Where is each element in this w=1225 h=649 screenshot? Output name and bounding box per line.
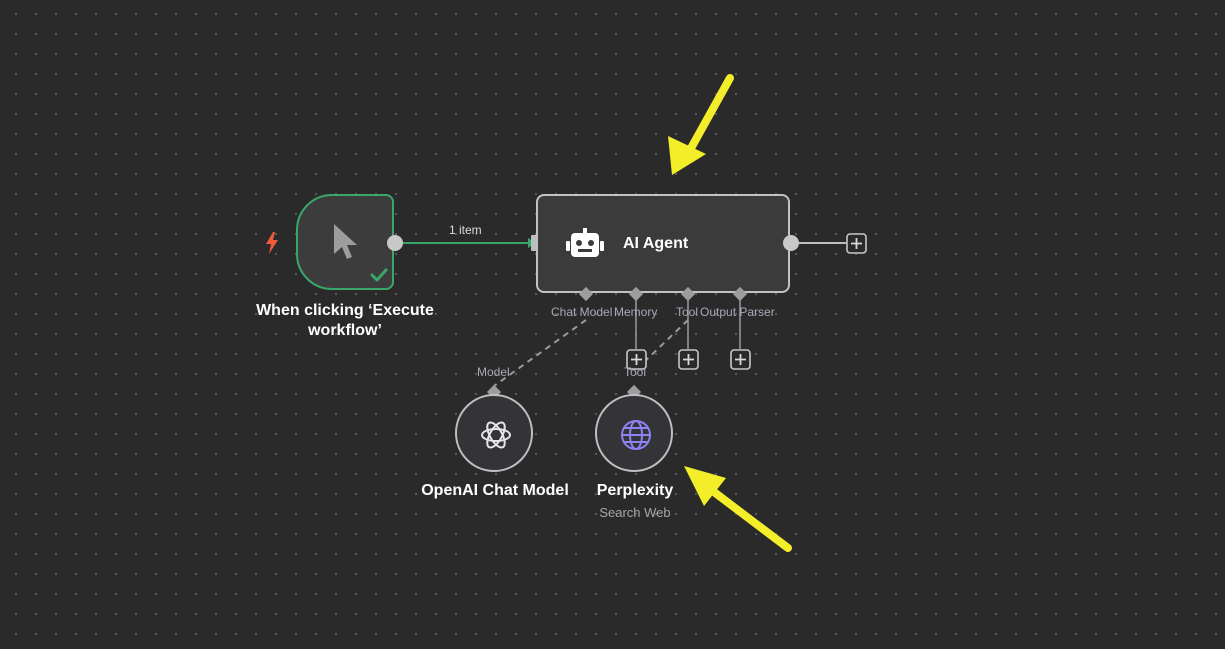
openai-logo-icon — [481, 421, 511, 449]
perplexity-node[interactable] — [595, 394, 673, 472]
openai-port-label: Model — [477, 365, 510, 379]
yellow-arrow-to-agent — [668, 74, 734, 175]
trigger-node-title: When clicking ‘Execute workflow’ — [240, 301, 450, 341]
pointer-cursor-icon — [334, 224, 357, 259]
perplexity-node-title: Perplexity — [596, 482, 674, 499]
lightning-bolt-icon — [266, 232, 278, 254]
add-node-button[interactable] — [846, 233, 867, 254]
agent-output-handle[interactable] — [783, 235, 799, 251]
tool-port-label: Tool — [676, 305, 699, 319]
agent-input-handle[interactable] — [531, 235, 540, 251]
chat-model-connection[interactable] — [493, 319, 587, 387]
add-memory-button[interactable] — [626, 349, 647, 370]
trigger-title-line2: workflow’ — [308, 322, 382, 339]
openai-node-title: OpenAI Chat Model — [421, 482, 569, 499]
globe-icon — [621, 420, 651, 450]
robot-icon — [566, 228, 604, 257]
ai-agent-title: AI Agent — [623, 235, 689, 252]
add-tool-button[interactable] — [678, 349, 699, 370]
tool-port[interactable] — [680, 286, 696, 302]
memory-port-label: Memory — [614, 305, 658, 319]
add-output-parser-button[interactable] — [730, 349, 751, 370]
memory-port[interactable] — [628, 286, 644, 302]
perplexity-port-label: Tool — [624, 365, 647, 379]
trigger-title-line1: When clicking ‘Execute — [256, 302, 434, 319]
openai-chat-model-node[interactable] — [455, 394, 533, 472]
ai-agent-node[interactable] — [536, 194, 790, 293]
connection-item-count: 1 item — [449, 223, 482, 237]
checkmark-icon — [370, 268, 388, 282]
yellow-arrow-to-perplexity — [684, 466, 792, 552]
output-parser-port-label: Output Parser — [700, 305, 775, 319]
trigger-output-handle[interactable] — [387, 235, 403, 251]
chat-model-port-label: Chat Model — [551, 305, 613, 319]
output-parser-port[interactable] — [732, 286, 748, 302]
chat-model-port[interactable] — [578, 286, 594, 302]
perplexity-node-subtitle: Search Web — [599, 505, 671, 520]
